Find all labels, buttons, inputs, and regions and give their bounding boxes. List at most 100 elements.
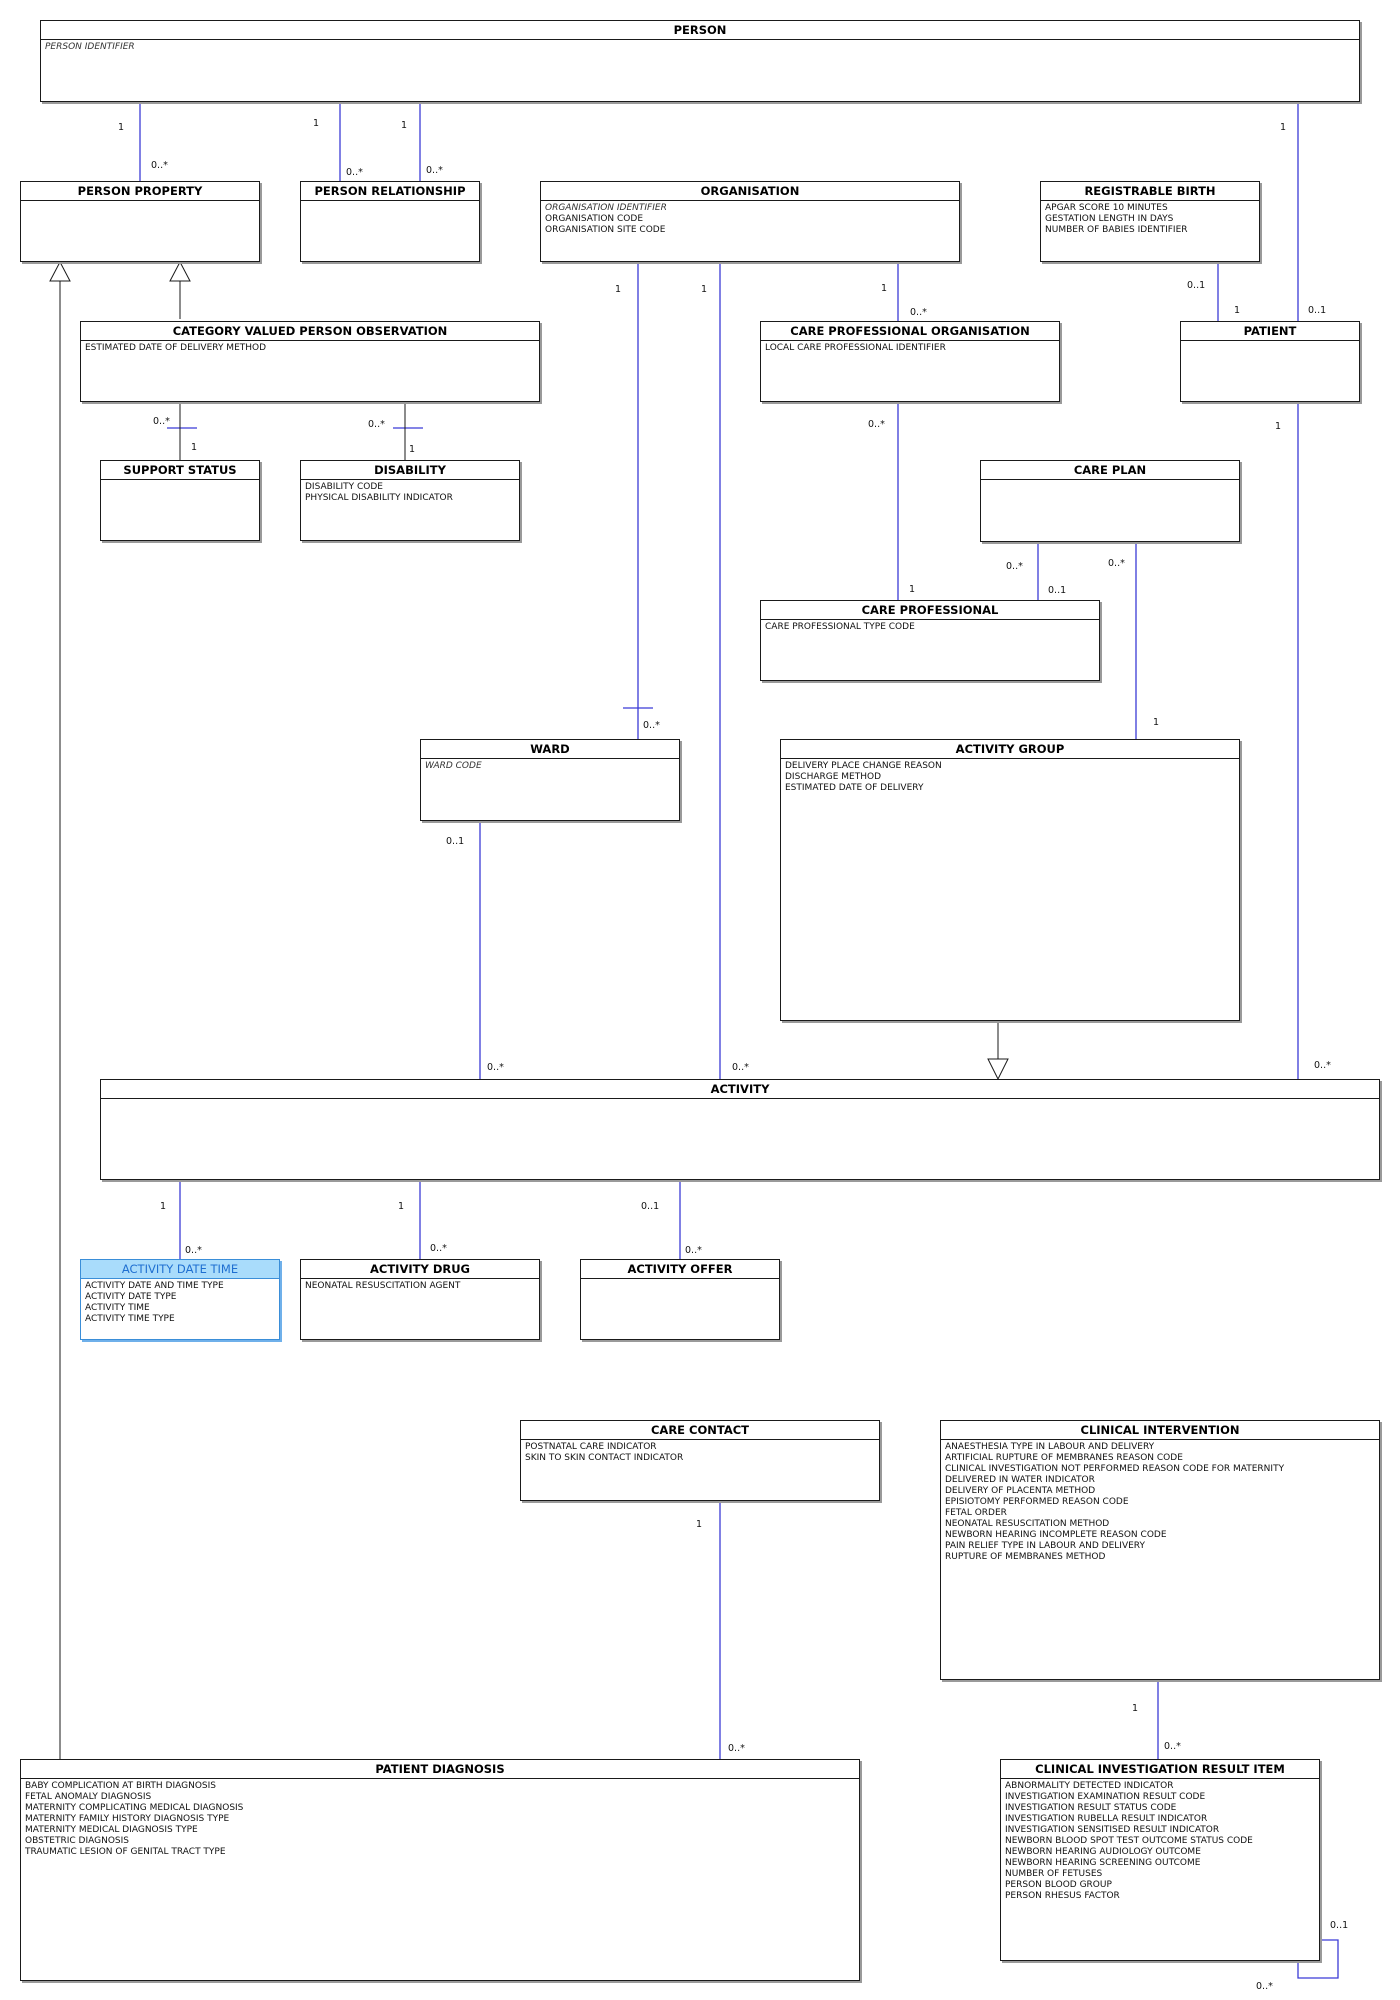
entity-name: ACTIVITY GROUP xyxy=(781,740,1239,759)
attribute: PERSON RHESUS FACTOR xyxy=(1005,1891,1120,1901)
cardinality-label: 1 xyxy=(401,120,408,131)
entity-patient[interactable]: PATIENT xyxy=(1180,321,1360,402)
entity-clinical-intervention[interactable]: CLINICAL INTERVENTION ANAESTHESIA TYPE I… xyxy=(940,1420,1380,1680)
entity-care-professional-organisation[interactable]: CARE PROFESSIONAL ORGANISATION LOCAL CAR… xyxy=(760,321,1060,402)
entity-name: DISABILITY xyxy=(301,461,519,480)
entity-name: PERSON RELATIONSHIP xyxy=(301,182,479,201)
cardinality-label: 0..* xyxy=(1314,1060,1331,1071)
cardinality-label: 0..* xyxy=(1256,1981,1273,1992)
attribute: INVESTIGATION RESULT STATUS CODE xyxy=(1005,1803,1177,1813)
attribute: CARE PROFESSIONAL TYPE CODE xyxy=(765,622,915,632)
cardinality-label: 0..* xyxy=(426,165,443,176)
cardinality-label: 0..* xyxy=(185,1245,202,1256)
entity-disability[interactable]: DISABILITY DISABILITY CODE PHYSICAL DISA… xyxy=(300,460,520,541)
entity-name: ACTIVITY OFFER xyxy=(581,1260,779,1279)
attribute: MATERNITY COMPLICATING MEDICAL DIAGNOSIS xyxy=(25,1803,244,1813)
entity-person[interactable]: PERSON PERSON IDENTIFIER xyxy=(40,20,1360,102)
attribute: CLINICAL INVESTIGATION NOT PERFORMED REA… xyxy=(945,1464,1285,1474)
attribute: NEWBORN HEARING SCREENING OUTCOME xyxy=(1005,1858,1201,1868)
entity-ward[interactable]: WARD WARD CODE xyxy=(420,739,680,821)
entity-name: CARE PROFESSIONAL ORGANISATION xyxy=(761,322,1059,341)
entity-name: ACTIVITY DRUG xyxy=(301,1260,539,1279)
attribute: DELIVERY PLACE CHANGE REASON xyxy=(785,761,942,771)
key-attribute: ORGANISATION IDENTIFIER xyxy=(545,203,667,213)
attribute: ABNORMALITY DETECTED INDICATOR xyxy=(1005,1781,1174,1791)
entity-name: CARE PROFESSIONAL xyxy=(761,601,1099,620)
cardinality-label: 1 xyxy=(1132,1703,1139,1714)
attribute: ACTIVITY TIME xyxy=(85,1303,150,1313)
entity-person-relationship[interactable]: PERSON RELATIONSHIP xyxy=(300,181,480,262)
cardinality-label: 0..* xyxy=(153,416,170,427)
cardinality-label: 0..* xyxy=(728,1743,745,1754)
attribute: PERSON BLOOD GROUP xyxy=(1005,1880,1112,1890)
cardinality-label: 1 xyxy=(191,442,198,453)
entity-care-professional[interactable]: CARE PROFESSIONAL CARE PROFESSIONAL TYPE… xyxy=(760,600,1100,681)
attribute: ANAESTHESIA TYPE IN LABOUR AND DELIVERY xyxy=(945,1442,1155,1452)
entity-name: WARD xyxy=(421,740,679,759)
attribute: NEWBORN HEARING AUDIOLOGY OUTCOME xyxy=(1005,1847,1201,1857)
attribute: NEWBORN BLOOD SPOT TEST OUTCOME STATUS C… xyxy=(1005,1836,1253,1846)
entity-patient-diagnosis[interactable]: PATIENT DIAGNOSIS BABY COMPLICATION AT B… xyxy=(20,1759,860,1981)
attribute: OBSTETRIC DIAGNOSIS xyxy=(25,1836,130,1846)
entity-clinical-investigation-result-item[interactable]: CLINICAL INVESTIGATION RESULT ITEM ABNOR… xyxy=(1000,1759,1320,1961)
entity-care-contact[interactable]: CARE CONTACT POSTNATAL CARE INDICATOR SK… xyxy=(520,1420,880,1501)
entity-name: ACTIVITY xyxy=(101,1080,1379,1099)
cardinality-label: 0..* xyxy=(910,307,927,318)
entity-person-property[interactable]: PERSON PROPERTY xyxy=(20,181,260,262)
entity-support-status[interactable]: SUPPORT STATUS xyxy=(100,460,260,541)
attribute: NEWBORN HEARING INCOMPLETE REASON CODE xyxy=(945,1530,1167,1540)
attribute: SKIN TO SKIN CONTACT INDICATOR xyxy=(525,1453,684,1463)
entity-name: REGISTRABLE BIRTH xyxy=(1041,182,1259,201)
attribute: LOCAL CARE PROFESSIONAL IDENTIFIER xyxy=(765,343,946,353)
entity-name: PERSON PROPERTY xyxy=(21,182,259,201)
entity-name: CLINICAL INVESTIGATION RESULT ITEM xyxy=(1001,1760,1319,1779)
attribute: NUMBER OF BABIES IDENTIFIER xyxy=(1045,225,1188,235)
attribute: ESTIMATED DATE OF DELIVERY METHOD xyxy=(85,343,267,353)
gen-arrow-cvpo xyxy=(169,260,191,282)
cardinality-label: 1 xyxy=(696,1519,703,1530)
cardinality-label: 1 xyxy=(1234,305,1241,316)
cardinality-label: 0..* xyxy=(868,419,885,430)
attribute: RUPTURE OF MEMBRANES METHOD xyxy=(945,1552,1106,1562)
attribute: NEONATAL RESUSCITATION AGENT xyxy=(305,1281,461,1291)
cardinality-label: 0..* xyxy=(685,1245,702,1256)
cardinality-label: 0..1 xyxy=(1048,585,1067,596)
attribute: ACTIVITY DATE TYPE xyxy=(85,1292,177,1302)
entity-name: CATEGORY VALUED PERSON OBSERVATION xyxy=(81,322,539,341)
cardinality-label: 0..1 xyxy=(641,1201,660,1212)
entity-name: CLINICAL INTERVENTION xyxy=(941,1421,1379,1440)
entity-name: PERSON xyxy=(41,21,1359,40)
rel-ciri-self xyxy=(1297,1939,1339,1979)
entity-activity-date-time[interactable]: ACTIVITY DATE TIME ACTIVITY DATE AND TIM… xyxy=(80,1259,280,1340)
cardinality-label: 1 xyxy=(409,444,416,455)
attribute: ACTIVITY DATE AND TIME TYPE xyxy=(85,1281,224,1291)
entity-activity-group[interactable]: ACTIVITY GROUP DELIVERY PLACE CHANGE REA… xyxy=(780,739,1240,1021)
cardinality-label: 0..* xyxy=(1006,561,1023,572)
cardinality-label: 1 xyxy=(881,283,888,294)
entity-name: CARE PLAN xyxy=(981,461,1239,480)
attribute: DELIVERY OF PLACENTA METHOD xyxy=(945,1486,1096,1496)
gen-arrow-activity-group xyxy=(987,1058,1009,1081)
entity-registrable-birth[interactable]: REGISTRABLE BIRTH APGAR SCORE 10 MINUTES… xyxy=(1040,181,1260,262)
attribute: MATERNITY MEDICAL DIAGNOSIS TYPE xyxy=(25,1825,198,1835)
cardinality-label: 0..1 xyxy=(1308,305,1327,316)
entity-activity-drug[interactable]: ACTIVITY DRUG NEONATAL RESUSCITATION AGE… xyxy=(300,1259,540,1340)
entity-activity-offer[interactable]: ACTIVITY OFFER xyxy=(580,1259,780,1340)
cardinality-label: 0..* xyxy=(151,160,168,171)
entity-organisation[interactable]: ORGANISATION ORGANISATION IDENTIFIER ORG… xyxy=(540,181,960,262)
cardinality-label: 0..* xyxy=(1108,558,1125,569)
cardinality-label: 1 xyxy=(118,122,125,133)
attribute: PAIN RELIEF TYPE IN LABOUR AND DELIVERY xyxy=(945,1541,1145,1551)
entity-name: PATIENT xyxy=(1181,322,1359,341)
attribute: ACTIVITY TIME TYPE xyxy=(85,1314,175,1324)
entity-care-plan[interactable]: CARE PLAN xyxy=(980,460,1240,542)
attribute: APGAR SCORE 10 MINUTES xyxy=(1045,203,1168,213)
attribute: DISCHARGE METHOD xyxy=(785,772,882,782)
cardinality-label: 0..* xyxy=(487,1062,504,1073)
cardinality-label: 1 xyxy=(398,1201,405,1212)
entity-category-valued-person-observation[interactable]: CATEGORY VALUED PERSON OBSERVATION ESTIM… xyxy=(80,321,540,402)
entity-activity[interactable]: ACTIVITY xyxy=(100,1079,1380,1180)
entity-name: SUPPORT STATUS xyxy=(101,461,259,480)
